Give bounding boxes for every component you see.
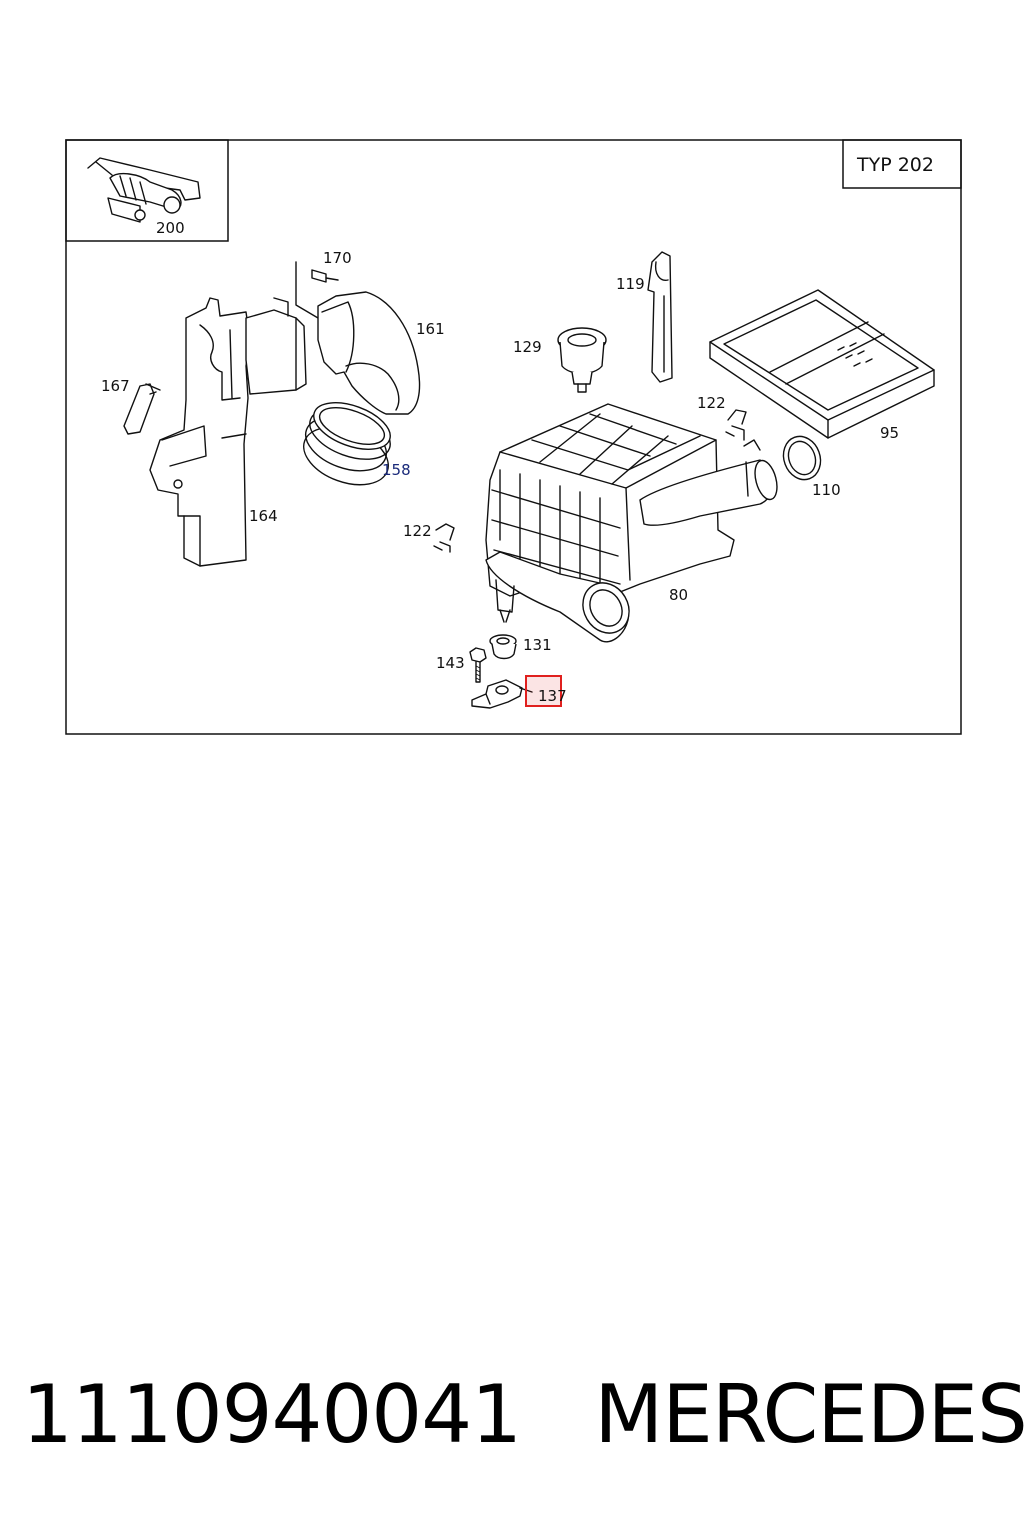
label-200: 200 <box>156 219 185 237</box>
part-167-drawing <box>123 383 161 435</box>
part-164-drawing <box>149 297 251 567</box>
label-158: 158 <box>382 461 411 479</box>
label-95: 95 <box>880 424 899 442</box>
part-143-drawing <box>469 647 487 683</box>
part-119-drawing <box>647 251 673 383</box>
label-80: 80 <box>669 586 688 604</box>
label-131: 131 <box>523 636 552 654</box>
typ-label: TYP 202 <box>856 154 934 176</box>
label-161: 161 <box>416 320 445 338</box>
label-129: 129 <box>513 338 542 356</box>
diagram-frame <box>65 139 962 735</box>
parts-diagram: TYP 202 200 170 164 161 <box>65 139 962 735</box>
part-number-caption: 1110940041 MERCEDES <box>22 1368 1024 1461</box>
typ-box <box>842 139 962 189</box>
part-158-drawing <box>303 402 391 486</box>
label-119: 119 <box>616 275 645 293</box>
part-122a-drawing <box>725 409 747 441</box>
label-167: 167 <box>101 377 130 395</box>
part-95-drawing <box>709 289 935 439</box>
part-129-drawing <box>557 327 607 393</box>
label-110: 110 <box>812 481 841 499</box>
label-122-right: 122 <box>697 394 726 412</box>
footer: 1110940041 MERCEDES <box>0 1360 1024 1470</box>
part-137-drawing <box>471 679 533 709</box>
part-80-drawing <box>485 403 778 643</box>
part-110-drawing <box>782 435 822 481</box>
inset-box <box>65 139 229 242</box>
label-137: 137 <box>538 687 567 705</box>
label-122-left: 122 <box>403 522 432 540</box>
part-170-drawing <box>295 261 339 319</box>
label-164: 164 <box>249 507 278 525</box>
part-122b-drawing <box>433 523 455 553</box>
label-170: 170 <box>323 249 352 267</box>
part-161-drawing <box>245 291 421 415</box>
part-200-drawing <box>87 157 201 223</box>
label-143: 143 <box>436 654 465 672</box>
part-131-drawing <box>489 634 517 660</box>
highlight-box-137[interactable] <box>525 675 562 707</box>
